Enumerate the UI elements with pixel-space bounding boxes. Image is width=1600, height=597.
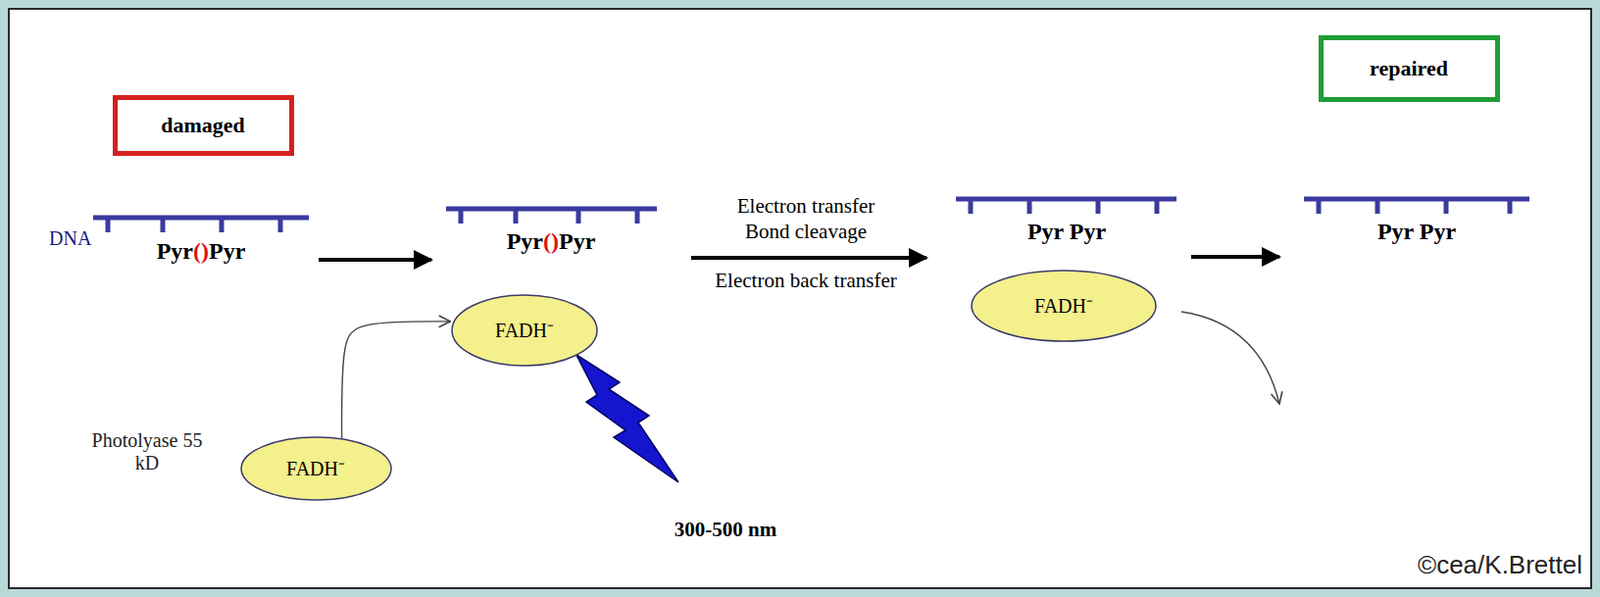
- cofactor-ellipse: FADH⁻: [450, 294, 599, 367]
- dna-strand: [446, 208, 657, 224]
- dna-strand: [93, 217, 309, 233]
- diagram-label: Electron transfer: [737, 194, 876, 218]
- text-part: Pyr Pyr: [1377, 218, 1456, 245]
- text-part: Electron transfer: [737, 194, 876, 218]
- node-text: damaged: [160, 112, 246, 138]
- text-part: Electron back transfer: [714, 268, 897, 293]
- node-text: repaired: [1369, 55, 1449, 81]
- dna-strand: [955, 199, 1177, 214]
- diagram-label: Bond cleavage: [745, 219, 867, 244]
- state-box: damaged: [112, 95, 295, 156]
- text-part: (: [193, 238, 201, 264]
- diagram-label: DNA: [49, 227, 92, 250]
- text-part: Pyr: [558, 228, 596, 254]
- text-part: Pyr Pyr: [1027, 218, 1106, 245]
- diagram-label: Pyr()Pyr: [506, 228, 597, 256]
- diagram-label: Photolyase 55 kD: [88, 429, 206, 475]
- diagram-label: 300-500 nm: [674, 517, 777, 542]
- copyright-note: ©cea/K.Brettel: [1417, 550, 1583, 581]
- text-part: Pyr: [506, 228, 544, 254]
- process-arrow: [691, 255, 927, 260]
- text-part: Photolyase 55 kD: [92, 429, 203, 474]
- node-text: FADH⁻: [286, 457, 346, 481]
- state-box: repaired: [1318, 35, 1500, 102]
- text-part: Pyr: [208, 238, 246, 264]
- dna-strand: [1303, 199, 1530, 214]
- text-part: 300-500 nm: [674, 517, 777, 542]
- light-bolt: [576, 354, 679, 483]
- diagram-label: Pyr Pyr: [1027, 218, 1106, 247]
- text-part: ): [200, 238, 209, 264]
- text-part: ©cea/K.Brettel: [1417, 550, 1583, 580]
- binding-arrow: [342, 321, 451, 439]
- release-arrow: [1181, 311, 1280, 404]
- cofactor-ellipse: FADH⁻: [240, 436, 393, 501]
- process-arrow: [318, 257, 432, 262]
- text-part: Pyr: [156, 238, 194, 264]
- diagram-label: Pyr()Pyr: [156, 238, 247, 266]
- diagram-label: Electron back transfer: [714, 268, 897, 293]
- ellipse-shape: [241, 437, 392, 500]
- cofactor-ellipse: FADH⁻: [970, 269, 1157, 343]
- ellipse-shape: [451, 295, 598, 366]
- ellipse-shape: [971, 270, 1156, 342]
- node-text: FADH⁻: [495, 319, 554, 343]
- process-arrow: [1191, 254, 1280, 259]
- text-part: Bond cleavage: [745, 219, 867, 244]
- node-text: FADH⁻: [1034, 295, 1094, 318]
- diagram-label: Pyr Pyr: [1377, 218, 1456, 247]
- text-part: DNA: [49, 227, 92, 250]
- text-part: ): [550, 228, 559, 254]
- text-part: (: [543, 228, 551, 254]
